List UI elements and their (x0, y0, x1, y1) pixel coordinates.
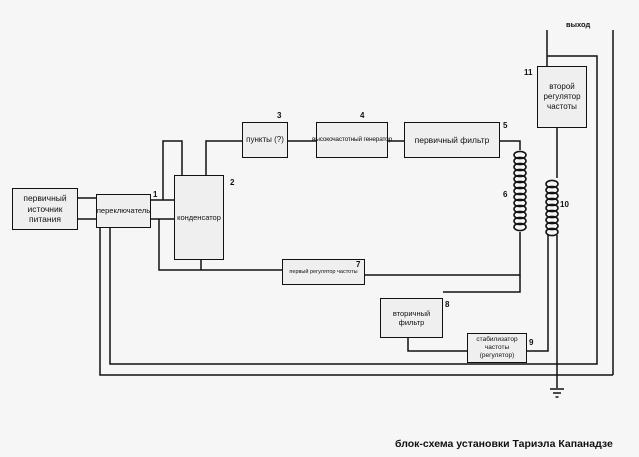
wire-secondary-stabilizer (407, 338, 467, 352)
wire-switch-points-1 (162, 140, 183, 200)
output-label: выход (566, 20, 591, 29)
diagram-caption: блок-схема установки Тариэла Капанадзе (395, 438, 613, 450)
second-freq-regulator-number: 11 (524, 68, 533, 77)
hf-generator-label: высокочастотный генератор (311, 135, 393, 143)
coil-10-icon (545, 179, 559, 237)
wire-coil6-down (365, 232, 521, 276)
wire-switch-reg7 (158, 219, 282, 271)
secondary-filter-label: вторичный фильтр (392, 308, 431, 327)
first-freq-regulator-block: первый регулятор частоты (282, 259, 365, 285)
primary-source-block: первичный источник питания (12, 188, 78, 230)
wire-return-outer (99, 228, 613, 376)
points-block: пункты (?) (242, 122, 288, 158)
wire-coil6-secondary (443, 275, 521, 293)
second-freq-regulator-block: второй регулятор частоты (537, 66, 587, 128)
ground-icon (550, 388, 564, 398)
primary-source-label: первичный источник питания (23, 193, 67, 225)
capacitor-block: конденсатор (174, 175, 224, 260)
switch-number: 1 (153, 190, 158, 199)
coil-6-number: 6 (503, 190, 508, 199)
points-label: пункты (?) (246, 135, 284, 144)
capacitor-number: 2 (230, 178, 235, 187)
switch-block: переключатель (96, 194, 151, 228)
wire-switch-capacitor (151, 199, 174, 220)
first-freq-regulator-number: 7 (356, 260, 361, 269)
freq-stabilizer-number: 9 (529, 338, 534, 347)
wire-stabilizer-coil10 (527, 235, 549, 352)
wire-source-switch (78, 197, 96, 220)
wire-capacitor-points (205, 140, 242, 175)
secondary-filter-number: 8 (445, 300, 450, 309)
wire-return-inner (109, 66, 598, 365)
first-freq-regulator-label: первый регулятор частоты (289, 268, 358, 275)
wire-inner-top (547, 55, 598, 66)
switch-label: переключатель (96, 206, 151, 216)
primary-filter-block: первичный фильтр (404, 122, 500, 158)
coil-6-icon (513, 150, 527, 232)
freq-stabilizer-block: стабилизатор частоты (регулятор) (467, 333, 527, 363)
freq-stabilizer-label: стабилизатор частоты (регулятор) (476, 335, 518, 360)
wire-filter-coil6 (500, 140, 521, 150)
secondary-filter-block: вторичный фильтр (380, 298, 443, 338)
coil-10-number: 10 (560, 200, 569, 209)
primary-filter-number: 5 (503, 121, 508, 130)
points-number: 3 (277, 111, 282, 120)
primary-filter-label: первичный фильтр (414, 134, 490, 145)
hf-generator-block: высокочастотный генератор (312, 122, 392, 158)
capacitor-label: конденсатор (177, 212, 221, 222)
second-freq-regulator-label: второй регулятор частоты (543, 82, 581, 111)
hf-generator-number: 4 (360, 111, 365, 120)
